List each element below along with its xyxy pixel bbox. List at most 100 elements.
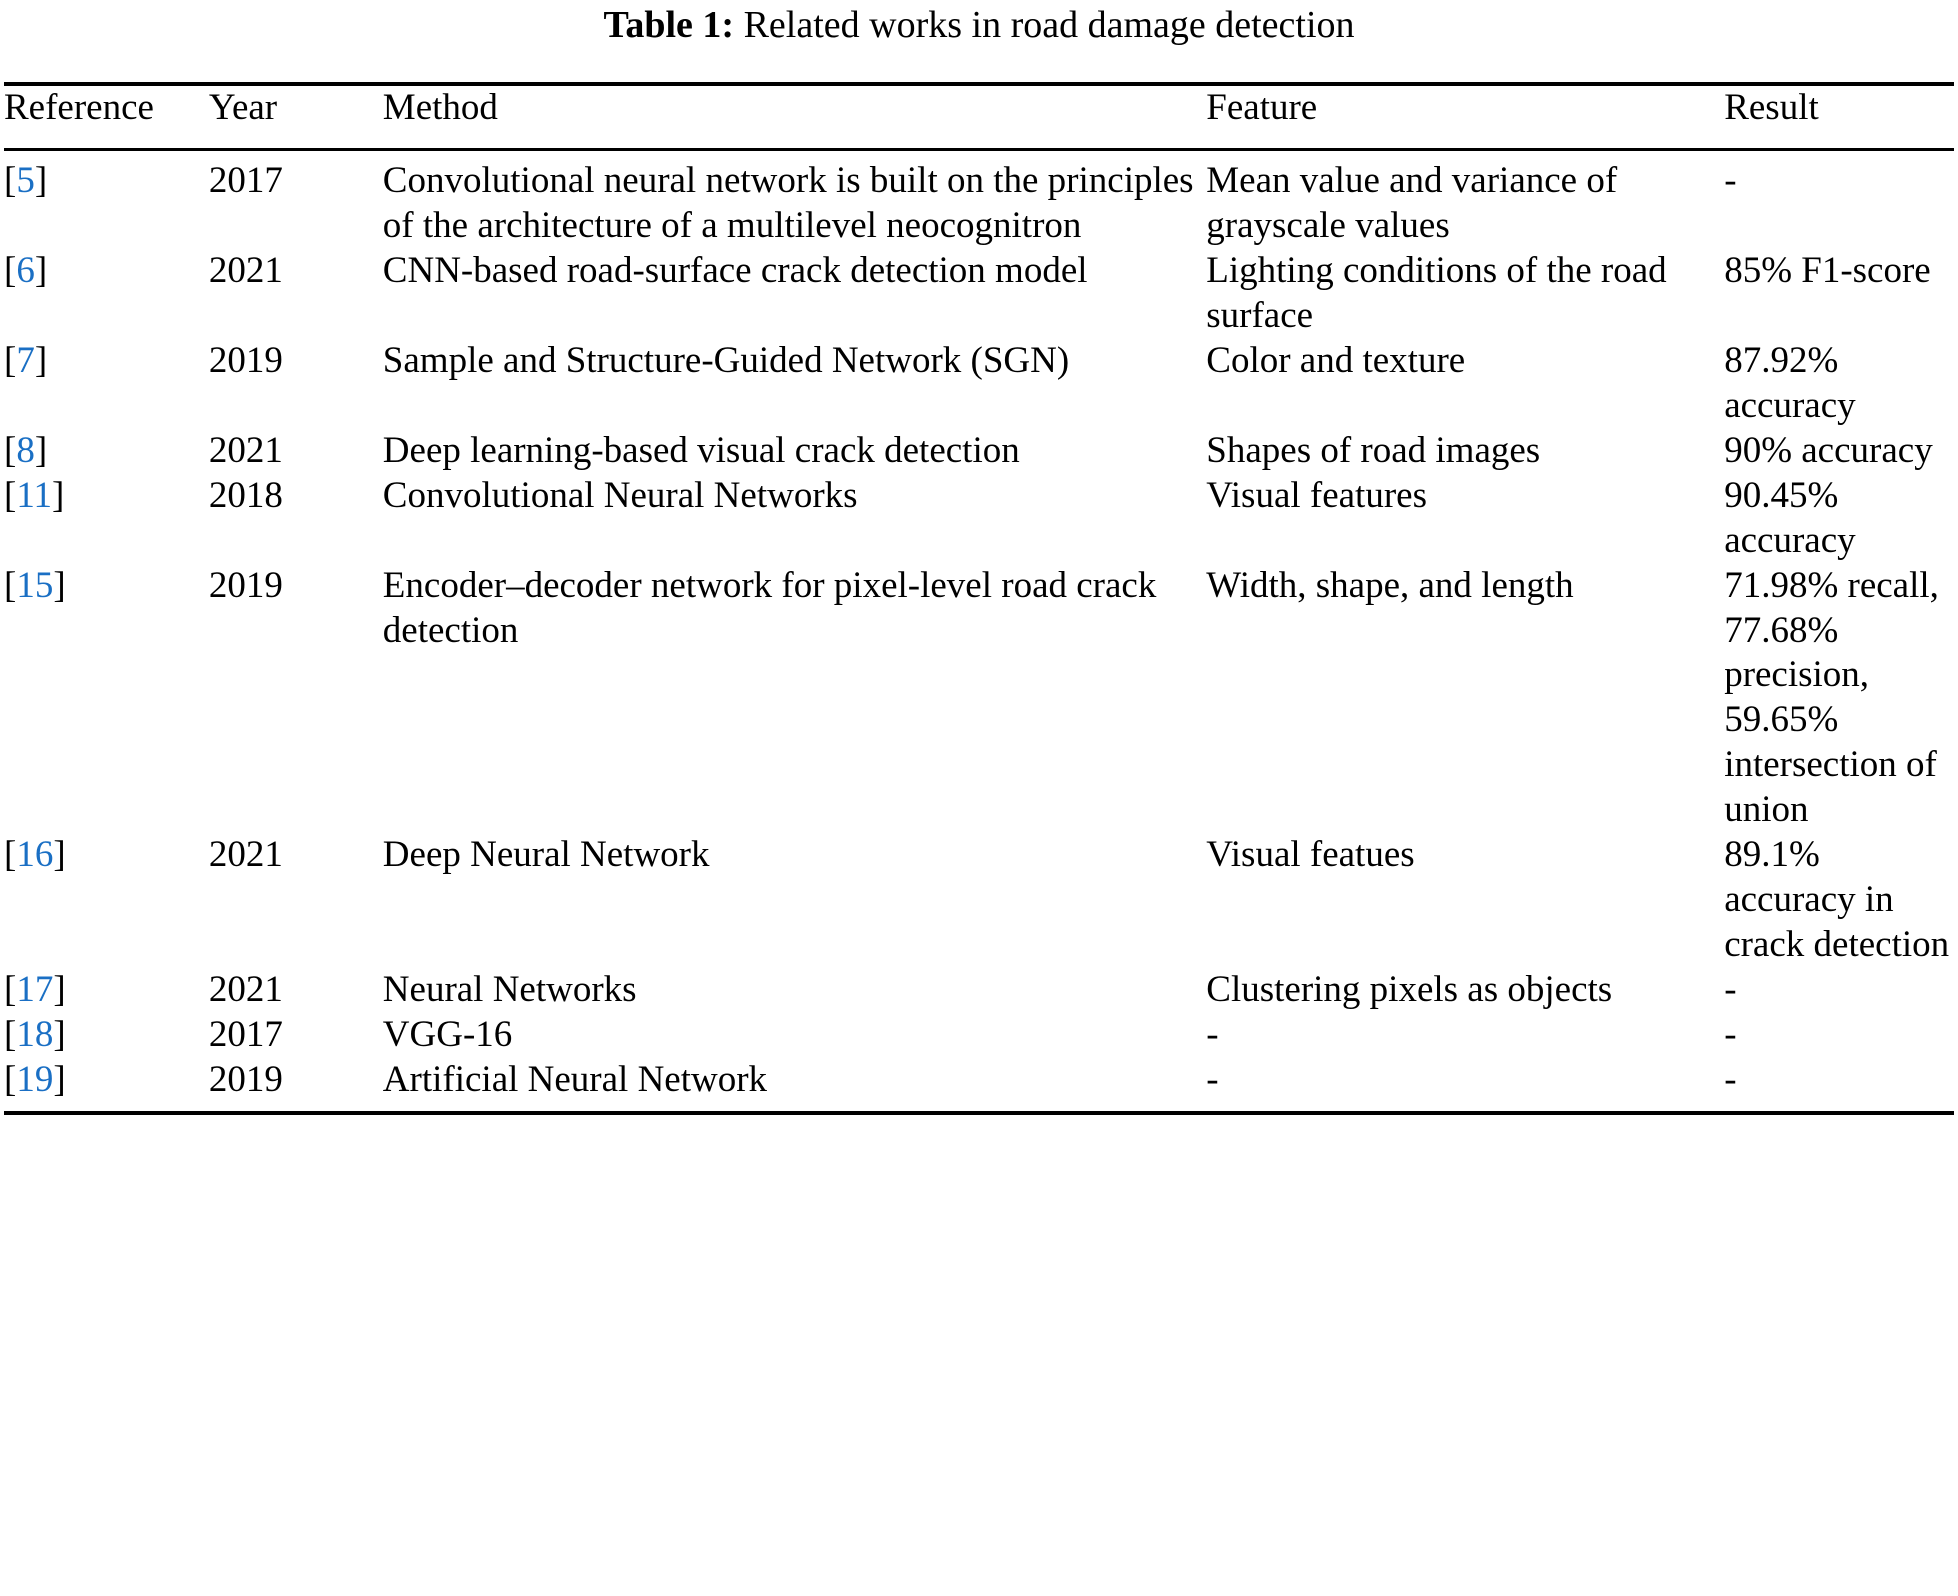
table-body: [5] 2017 Convolutional neural network is b… xyxy=(4,151,1954,1103)
cell-year: 2019 xyxy=(208,339,283,381)
cell-result: - xyxy=(1724,1059,1737,1101)
reference-link[interactable]: 8 xyxy=(16,429,35,471)
reference-link[interactable]: 15 xyxy=(16,564,54,606)
reference-bracket-close: ] xyxy=(51,474,65,516)
cell-method: VGG-16 xyxy=(382,1014,513,1056)
reference-bracket-close: ] xyxy=(53,1059,66,1101)
cell-feature: Visual featues xyxy=(1206,834,1415,876)
cell-method: CNN-based road-surface crack detection m… xyxy=(382,249,1088,291)
reference-bracket-open: [ xyxy=(4,564,17,606)
reference-bracket-close: ] xyxy=(53,1014,66,1056)
cell-result: - xyxy=(1724,969,1737,1011)
reference-bracket-close: ] xyxy=(34,160,48,201)
reference-bracket-close: ] xyxy=(53,834,66,876)
reference-link[interactable]: 18 xyxy=(16,1014,54,1056)
reference-link[interactable]: 7 xyxy=(16,339,35,381)
table-row: [5] 2017 Convolutional neural network is b… xyxy=(4,151,1954,249)
cell-year: 2017 xyxy=(208,160,283,201)
cell-result: 85% F1-score xyxy=(1724,249,1931,291)
cell-feature: Mean value and variance of grayscale val… xyxy=(1206,160,1618,246)
cell-feature: Clustering pixels as objects xyxy=(1206,969,1613,1011)
column-header-year: Year xyxy=(208,87,278,128)
reference-link[interactable]: 19 xyxy=(16,1059,54,1101)
cell-result: 87.92% accuracy xyxy=(1724,339,1856,426)
cell-method: Convolutional neural network is built on… xyxy=(382,160,1194,246)
table-top-rule xyxy=(4,82,1954,86)
cell-year: 2017 xyxy=(208,1014,283,1056)
cell-method: Encoder–decoder network for pixel-level … xyxy=(382,564,1157,651)
cell-year: 2018 xyxy=(208,474,283,516)
table-header: Reference Year Method Feature Result xyxy=(4,86,1954,148)
reference-bracket-open: [ xyxy=(4,1014,17,1056)
reference-bracket-open: [ xyxy=(4,339,17,381)
reference-bracket-close: ] xyxy=(34,249,48,291)
column-header-method: Method xyxy=(382,87,498,128)
reference-link[interactable]: 17 xyxy=(16,969,54,1011)
caption-label: Table 1: xyxy=(603,4,735,46)
related-works-table-body: [5] 2017 Convolutional neural network is b… xyxy=(4,151,1954,1103)
cell-feature: Width, shape, and length xyxy=(1206,564,1574,606)
cell-reference: [16] xyxy=(4,833,209,968)
reference-bracket-open: [ xyxy=(4,474,17,516)
column-header-reference: Reference xyxy=(4,87,154,128)
reference-link[interactable]: 11 xyxy=(16,474,52,516)
cell-method: Deep Neural Network xyxy=(382,834,710,876)
cell-year: 2019 xyxy=(208,564,283,606)
cell-feature: Lighting conditions of the road surface xyxy=(1206,249,1667,336)
cell-feature: Shapes of road images xyxy=(1206,429,1541,471)
reference-bracket-close: ] xyxy=(53,969,66,1011)
table-bottom-rule xyxy=(4,1111,1954,1116)
cell-year: 2021 xyxy=(208,429,283,471)
reference-link[interactable]: 6 xyxy=(16,249,35,291)
cell-result: 90.45% accuracy xyxy=(1724,474,1856,561)
reference-bracket-close: ] xyxy=(34,429,48,471)
cell-reference: [7] xyxy=(4,339,209,429)
cell-method: Artificial Neural Network xyxy=(382,1059,768,1101)
cell-feature: Visual features xyxy=(1206,474,1427,516)
cell-method: Sample and Structure-Guided Network (SGN… xyxy=(382,339,1070,381)
cell-result: 89.1% accuracy in crack detection xyxy=(1724,834,1950,966)
cell-method: Neural Networks xyxy=(382,969,637,1011)
cell-reference: [6] xyxy=(4,249,209,339)
cell-method: Deep learning-based visual crack detecti… xyxy=(382,429,1020,471)
column-header-feature: Feature xyxy=(1206,87,1318,128)
cell-reference: [8] xyxy=(4,429,209,474)
cell-result: 90% accuracy xyxy=(1724,429,1933,471)
cell-reference: [11] xyxy=(4,474,209,564)
reference-bracket-open: [ xyxy=(4,834,17,876)
reference-bracket-open: [ xyxy=(4,429,17,471)
cell-result: 71.98% recall, 77.68% precision, 59.65% … xyxy=(1724,564,1939,831)
reference-bracket-open: [ xyxy=(4,160,17,201)
cell-feature: - xyxy=(1206,1014,1219,1056)
table-header-rule xyxy=(4,148,1954,151)
cell-year: 2021 xyxy=(208,249,283,291)
header-row: Reference Year Method Feature Result xyxy=(4,86,1954,148)
cell-year: 2021 xyxy=(208,834,283,876)
cell-feature: - xyxy=(1206,1059,1219,1101)
table-row: [7]2019 Sample and Structure-Guided Netwo… xyxy=(4,339,1954,429)
cell-reference: [18] xyxy=(4,1013,209,1058)
cell-reference: [17] xyxy=(4,968,209,1013)
cell-method: Convolutional Neural Networks xyxy=(382,474,858,516)
cell-result: - xyxy=(1724,1014,1737,1056)
reference-bracket-close: ] xyxy=(53,564,66,606)
reference-bracket-open: [ xyxy=(4,249,17,291)
reference-link[interactable]: 16 xyxy=(16,834,54,876)
reference-bracket-open: [ xyxy=(4,969,17,1011)
cell-year: 2021 xyxy=(208,969,283,1011)
cell-reference: [15] xyxy=(4,564,209,834)
related-works-table: Reference Year Method Feature Result xyxy=(4,86,1954,148)
table-caption: Table 1: Related works in road damage de… xyxy=(4,0,1954,48)
table-row: [19] 2019 Artificial Neural Network - - xyxy=(4,1058,1954,1103)
caption-text: Related works in road damage detection xyxy=(743,4,1355,46)
reference-bracket-open: [ xyxy=(4,1059,17,1101)
reference-link[interactable]: 5 xyxy=(16,160,35,201)
cell-year: 2019 xyxy=(208,1059,283,1101)
